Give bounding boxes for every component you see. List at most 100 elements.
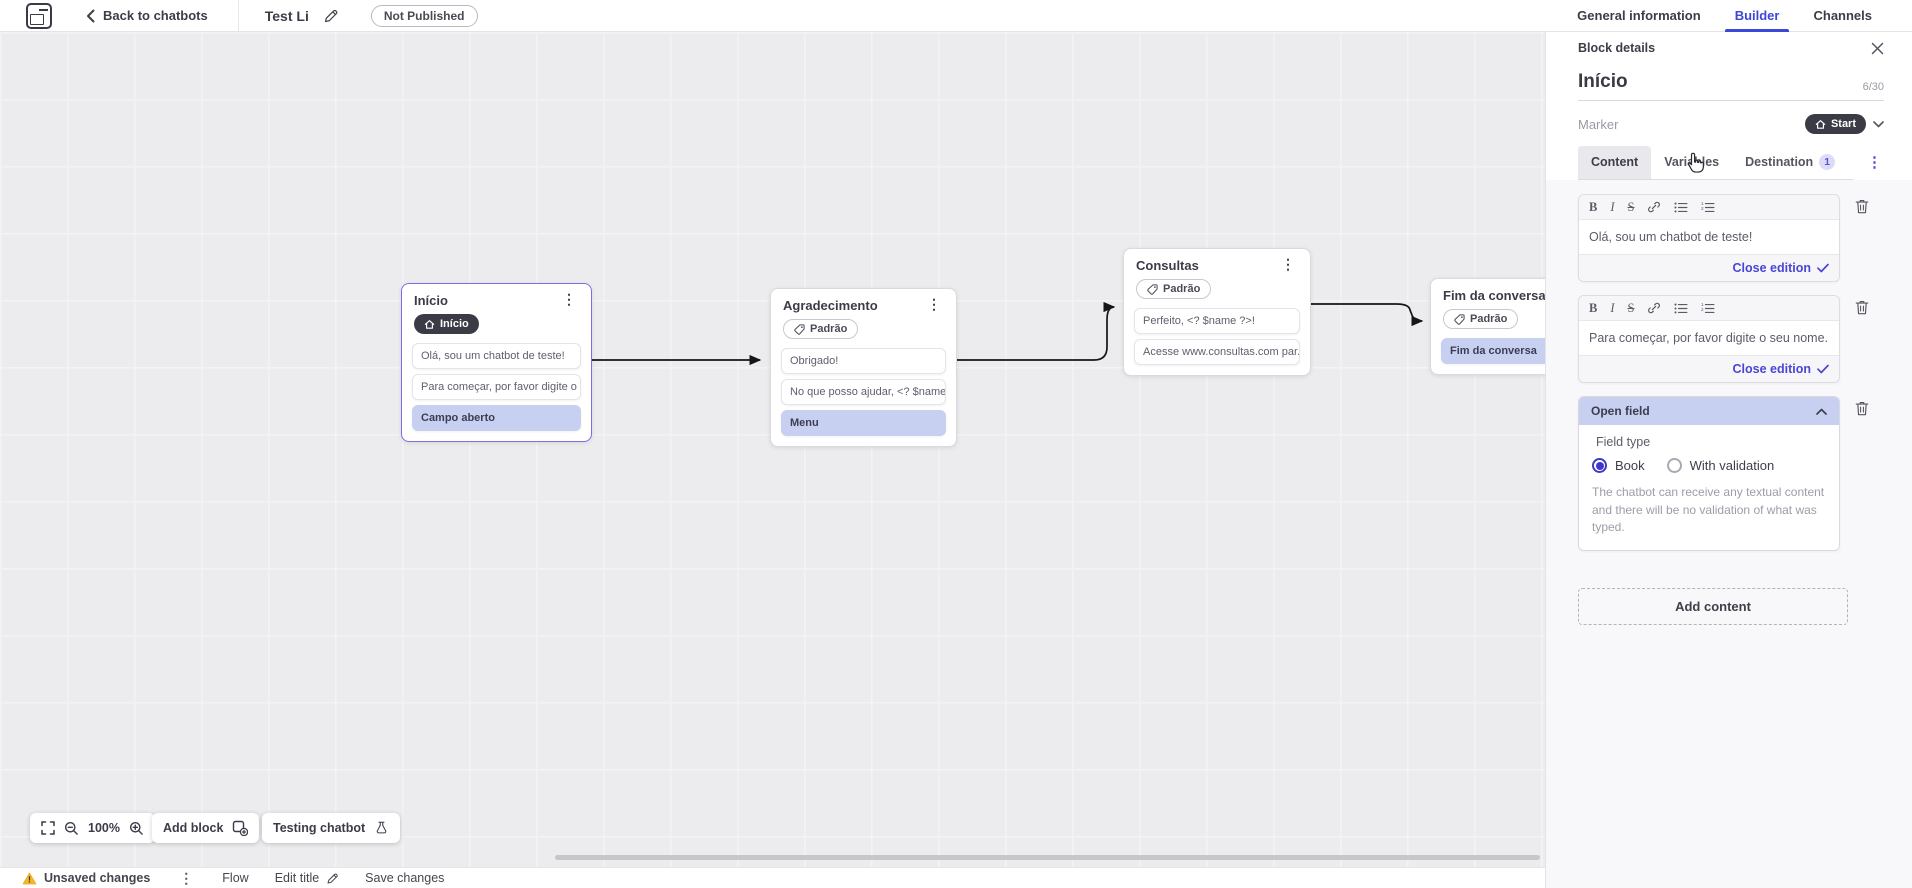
save-changes-button[interactable]: Save changes [365,871,445,885]
unsaved-changes-status: Unsaved changes [22,871,150,885]
node-inicio[interactable]: Início ⋮ Início Olá, sou um chatbot de t… [401,283,592,442]
svg-text:1: 1 [1701,201,1704,206]
node-menu-icon[interactable]: ⋮ [562,291,576,307]
strikethrough-icon[interactable]: S [1627,200,1635,214]
tab-variables[interactable]: Variables [1664,155,1720,169]
node-row[interactable]: No que posso ajudar, <? $name ... [781,379,946,405]
link-icon[interactable] [1647,200,1661,214]
testing-chatbot-button[interactable]: Testing chatbot [262,813,401,843]
close-icon[interactable] [1871,42,1884,55]
node-row-menu[interactable]: Menu [781,410,946,436]
panel-menu-icon[interactable]: ⋮ [1867,154,1882,171]
delete-content-icon[interactable] [1854,299,1870,316]
open-field-title: Open field [1591,404,1650,419]
destination-count-badge: 1 [1819,154,1836,170]
add-block-icon [232,820,249,836]
flow-canvas[interactable]: Início ⋮ Início Olá, sou um chatbot de t… [0,32,1545,867]
open-field-card: Open field Field type Book With validati… [1578,396,1840,552]
back-label: Back to chatbots [103,8,208,23]
fullscreen-icon[interactable] [41,821,55,835]
node-title: Consultas [1136,258,1199,273]
node-row[interactable]: Olá, sou um chatbot de teste! [412,343,581,369]
node-menu-icon[interactable]: ⋮ [927,296,941,312]
edit-flow-title-pencil-icon[interactable] [323,8,339,24]
panel-title: Block details [1578,41,1656,55]
radio-book[interactable] [1592,458,1607,474]
add-content-button[interactable]: Add content [1578,588,1848,626]
svg-text:1: 1 [1701,302,1704,307]
node-row[interactable]: Obrigado! [781,348,946,374]
block-details-panel: Block details Início 6/30 Marker Start [1545,32,1912,888]
home-icon [424,319,435,330]
bold-icon[interactable]: B [1589,301,1598,316]
radio-book-label[interactable]: Book [1615,458,1645,474]
node-row-open-field[interactable]: Campo aberto [412,405,581,431]
flow-title[interactable]: Test Li [264,7,309,24]
app-logo-icon[interactable] [26,2,52,29]
tab-builder[interactable]: Builder [1724,0,1790,32]
open-field-header[interactable]: Open field [1579,397,1839,426]
link-icon[interactable] [1647,301,1661,315]
check-icon [1817,364,1829,374]
node-row-end[interactable]: Fim da conversa [1441,338,1545,364]
field-type-description: The chatbot can receive any textual cont… [1592,485,1825,535]
zoom-in-icon[interactable] [129,821,144,836]
field-type-label: Field type [1596,435,1651,450]
node-consultas[interactable]: Consultas ⋮ Padrão Perfeito, <? $name ?>… [1123,248,1311,376]
close-edition-link[interactable]: Close edition [1732,261,1811,276]
node-row[interactable]: Perfeito, <? $name ?>! [1134,308,1300,334]
marker-start-pill[interactable]: Start [1804,114,1866,134]
tag-icon [794,323,805,335]
canvas-horizontal-scrollbar[interactable] [555,855,1540,860]
check-icon [1817,263,1829,273]
node-row[interactable]: Para começar, por favor digite o ... [412,374,581,400]
block-name-value: Início [1578,71,1628,92]
tag-icon [1147,283,1158,295]
add-block-button[interactable]: Add block [152,813,260,843]
statusbar-menu-icon[interactable]: ⋮ [179,870,194,886]
message-text[interactable]: Olá, sou um chatbot de teste! [1579,220,1839,255]
back-to-chatbots-button[interactable]: Back to chatbots [86,8,208,23]
node-menu-icon[interactable]: ⋮ [1281,256,1295,272]
delete-content-icon[interactable] [1854,198,1870,215]
bullet-list-icon[interactable] [1674,302,1688,315]
chevron-down-icon[interactable] [1873,120,1884,128]
radio-with-validation-label[interactable]: With validation [1689,458,1775,474]
close-edition-link[interactable]: Close edition [1732,362,1811,377]
start-marker-label: Início [440,318,469,330]
tab-channels[interactable]: Channels [1813,8,1872,23]
zoom-out-icon[interactable] [64,821,79,836]
bullet-list-icon[interactable] [1674,201,1688,214]
node-fim-da-conversa[interactable]: Fim da conversa Padrão Fim da conversa [1430,278,1545,375]
flow-view-button[interactable]: Flow [222,871,249,885]
flask-icon [374,821,389,836]
message-text[interactable]: Para começar, por favor digite o seu nom… [1579,321,1839,356]
tab-general-information[interactable]: General information [1577,8,1701,23]
delete-content-icon[interactable] [1854,400,1870,417]
pencil-icon [326,872,339,885]
italic-icon[interactable]: I [1610,200,1615,214]
block-name-field[interactable]: Início 6/30 [1578,71,1884,101]
strikethrough-icon[interactable]: S [1627,301,1635,316]
chevron-up-icon [1816,408,1827,415]
top-bar: Back to chatbots Test Li Not Published G… [0,0,1912,32]
flow-connectors [592,301,1424,366]
node-agradecimento[interactable]: Agradecimento ⋮ Padrão Obrigado! No que … [770,288,957,447]
bold-icon[interactable]: B [1589,200,1598,214]
radio-with-validation[interactable] [1666,458,1682,474]
start-marker-pill: Início [414,314,479,334]
default-tag-pill: Padrão [1136,279,1212,299]
topbar-divider [237,0,239,32]
default-tag-pill: Padrão [783,319,859,339]
tab-destination[interactable]: Destination 1 [1732,146,1848,179]
italic-icon[interactable]: I [1610,301,1615,316]
edit-title-button[interactable]: Edit title [275,871,339,885]
tab-content[interactable]: Content [1578,146,1652,179]
node-row[interactable]: Acesse www.consultas.com par... [1134,339,1300,365]
